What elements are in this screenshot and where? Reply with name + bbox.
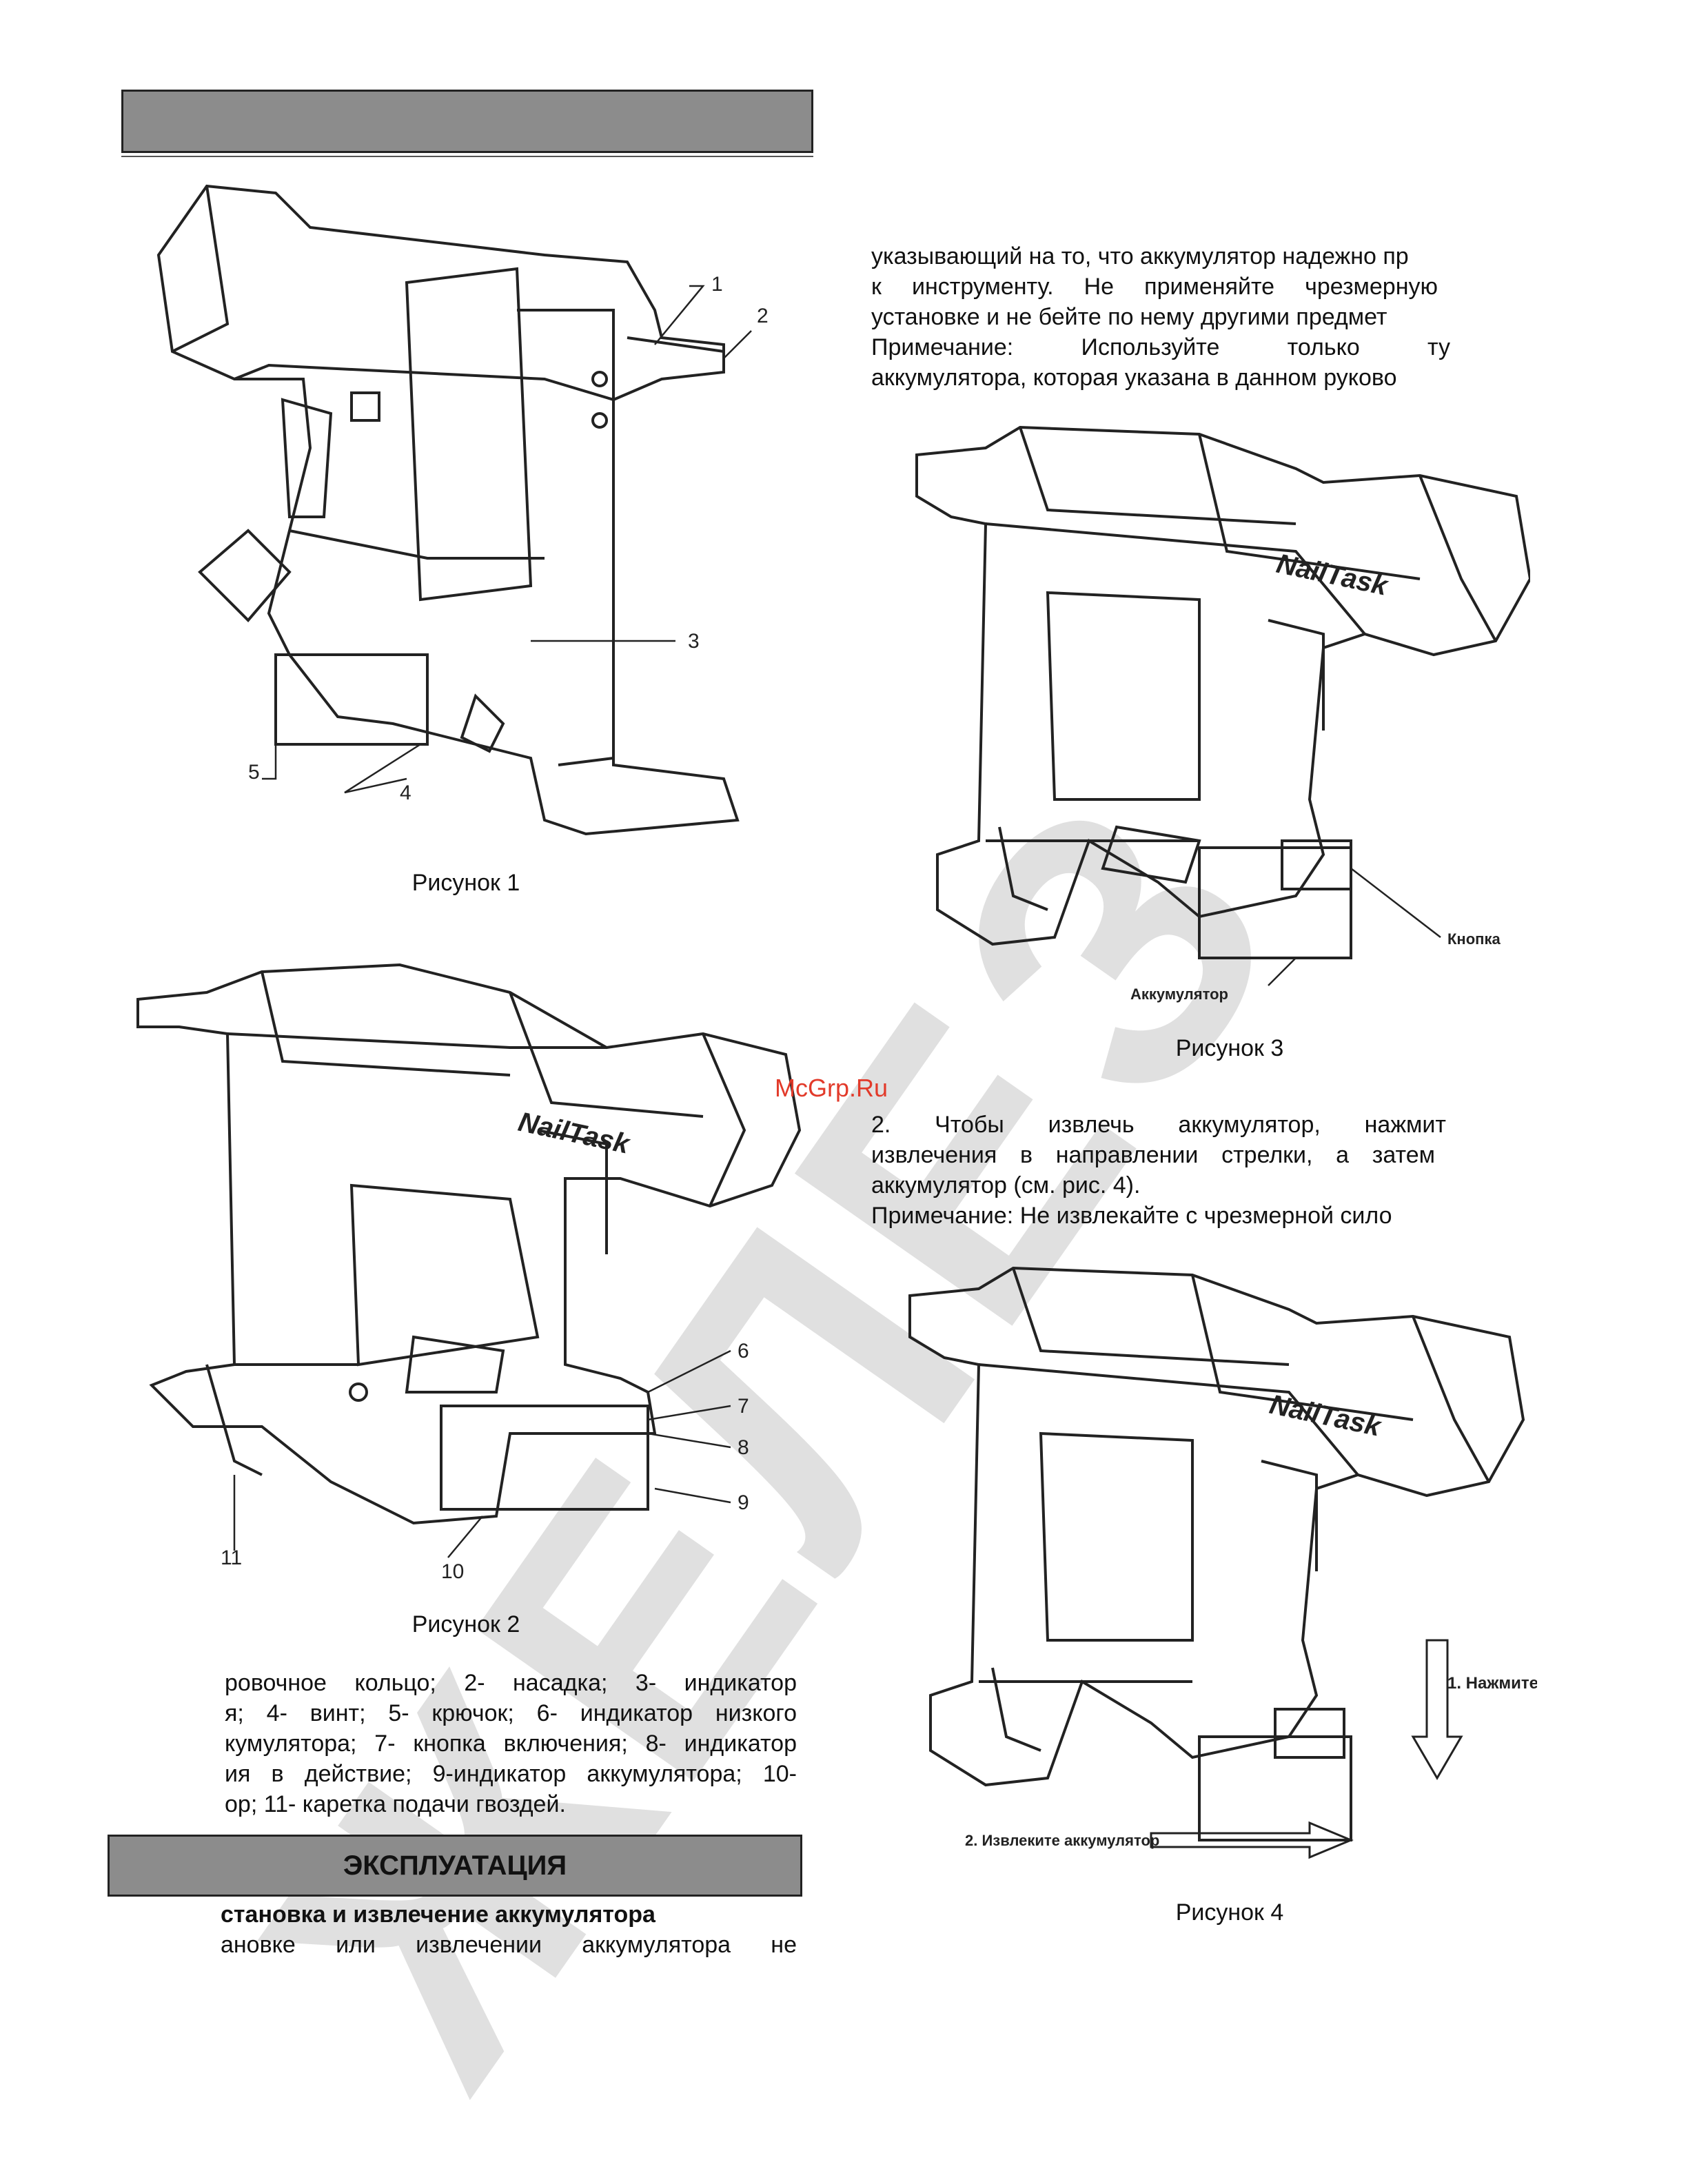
- right-mid-line: извлечения в направлении стрелки, а зате…: [871, 1142, 1435, 1168]
- section-bar: ЭКСПЛУАТАЦИЯ: [108, 1835, 802, 1897]
- right-mid-line: Примечание: Не извлекайте с чрезмерной с…: [871, 1203, 1392, 1229]
- header-rule: [121, 156, 813, 157]
- legend-line: кумулятора; 7- кнопка включения; 8- инди…: [225, 1731, 797, 1757]
- right-top-line: указывающий на то, что аккумулятор надеж…: [871, 243, 1409, 269]
- right-mid-line: аккумулятор (см. рис. 4).: [871, 1172, 1141, 1198]
- fig1-callout-5: 5: [248, 761, 260, 784]
- right-top-line: аккумулятора, которая указана в данном р…: [871, 365, 1397, 391]
- legend-line: ор; 11- каретка подачи гвоздей.: [225, 1791, 566, 1817]
- figure-4-caption: Рисунок 4: [1175, 1899, 1284, 1926]
- legend-line: ия в действие; 9-индикатор аккумулятора;…: [225, 1761, 797, 1787]
- fig3-label-battery: Аккумулятор: [1130, 986, 1228, 1003]
- fig2-callout-10: 10: [441, 1560, 464, 1583]
- watermark-mcgrp: McGrp.Ru: [775, 1074, 888, 1102]
- right-top-line: к инструменту. Не применяйте чрезмерную: [871, 274, 1438, 300]
- figure-2-caption: Рисунок 2: [411, 1611, 520, 1637]
- section-body: ановке или извлечении аккумулятора не: [221, 1930, 797, 1960]
- fig4-label-remove: 2. Извлеките аккумулятор: [965, 1832, 1159, 1849]
- fig1-callout-3: 3: [688, 630, 700, 653]
- right-top-line: установке и не бейте по нему другими пре…: [871, 304, 1387, 330]
- section-subtitle: становка и извлечение аккумулятора: [221, 1901, 655, 1928]
- figure-3-nailer: NailTask Кнопка Аккумулятор: [915, 425, 1530, 1003]
- legend-paragraph: ровочное кольцо; 2- насадка; 3- индикато…: [225, 1668, 797, 1819]
- figure-3-caption: Рисунок 3: [1175, 1035, 1284, 1061]
- section-title: ЭКСПЛУАТАЦИЯ: [343, 1850, 567, 1881]
- figure-1-nailer: 1 2 3 4 5: [156, 184, 769, 836]
- press-arrow: [1411, 1639, 1463, 1780]
- right-mid-line: 2. Чтобы извлечь аккумулятор, нажмит: [871, 1112, 1446, 1138]
- right-top-line: Примечание: Используйте только ту: [871, 334, 1450, 360]
- figure-1-caption: Рисунок 1: [411, 870, 520, 896]
- fig2-callout-11: 11: [221, 1547, 242, 1569]
- section-first-line: ановке или извлечении аккумулятора не: [221, 1932, 797, 1958]
- fig1-callout-1: 1: [711, 273, 723, 296]
- legend-line: ровочное кольцо; 2- насадка; 3- индикато…: [225, 1670, 797, 1696]
- fig1-callout-4: 4: [400, 782, 411, 804]
- fig1-callout-2: 2: [757, 305, 769, 327]
- right-text-top: указывающий на то, что аккумулятор надеж…: [871, 241, 1457, 393]
- legend-line: я; 4- винт; 5- крючок; 6- индикатор низк…: [225, 1700, 797, 1726]
- header-bar: [121, 90, 813, 153]
- figure-2-nailer: NailTask 6 7 8 9 10 11: [136, 963, 802, 1583]
- fig3-label-button: Кнопка: [1447, 930, 1501, 948]
- figure-4-nailer: NailTask 1. Нажмите 2. Извлеките аккумул…: [908, 1266, 1537, 1859]
- fig2-callout-8: 8: [738, 1436, 749, 1459]
- fig2-callout-9: 9: [738, 1491, 749, 1514]
- fig2-callout-7: 7: [738, 1395, 749, 1418]
- fig2-callout-6: 6: [738, 1340, 749, 1363]
- fig4-label-press: 1. Нажмите: [1447, 1674, 1537, 1693]
- fig2-brand: NailTask: [516, 1107, 633, 1160]
- remove-arrow: [1150, 1821, 1354, 1859]
- right-text-mid: 2. Чтобы извлечь аккумулятор, нажмит изв…: [871, 1110, 1457, 1231]
